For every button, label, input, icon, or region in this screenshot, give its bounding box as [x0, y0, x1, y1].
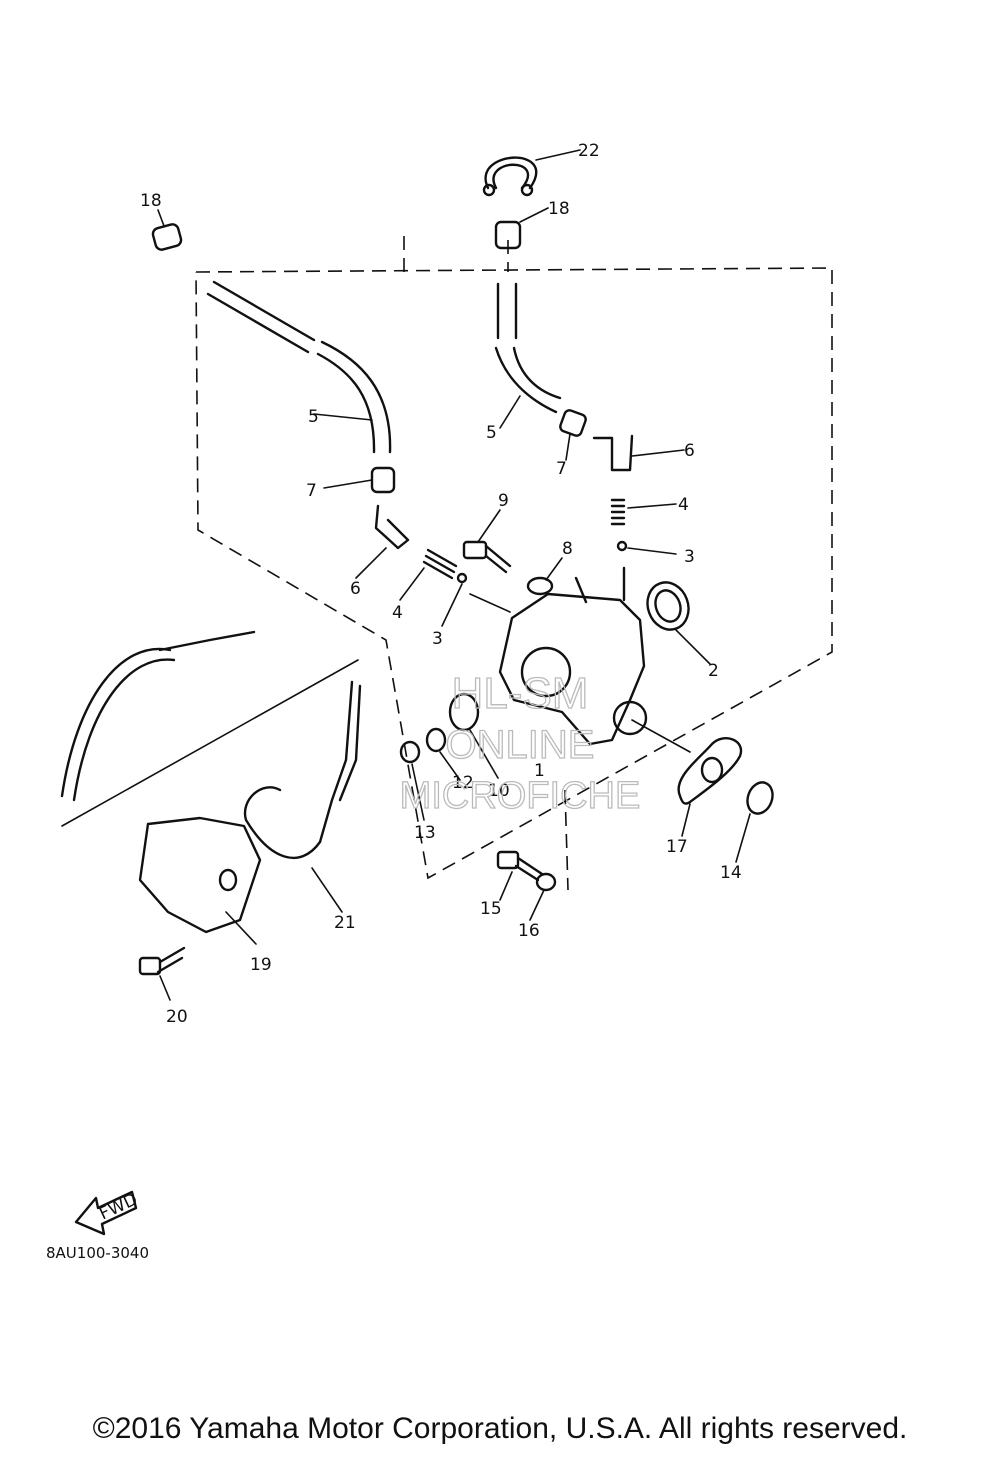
- callout-3-left: 3: [432, 629, 443, 649]
- callout-14: 14: [720, 863, 742, 883]
- bolt-part: [496, 850, 557, 921]
- copyright-notice: ©2016 Yamaha Motor Corporation, U.S.A. A…: [92, 1412, 908, 1445]
- collar-part: [323, 409, 587, 494]
- callout-19: 19: [250, 955, 272, 975]
- cable-assembly-part: [60, 630, 359, 827]
- callout-7-left: 7: [306, 481, 317, 501]
- svg-text:FWD: FWD: [96, 1189, 140, 1224]
- callout-10: 10: [488, 781, 510, 801]
- pump-body-part: [469, 566, 691, 753]
- callout-13: 13: [414, 823, 436, 843]
- callout-5-left: 5: [308, 407, 319, 427]
- fitting-part: [399, 692, 499, 821]
- callout-12: 12: [452, 773, 474, 793]
- callout-18-left: 18: [140, 191, 162, 211]
- watermark-line-1: HL-SM: [452, 669, 589, 718]
- callout-6-right: 6: [684, 441, 695, 461]
- callout-20: 20: [166, 1007, 188, 1027]
- seal-part: [646, 581, 711, 665]
- callout-4-right: 4: [678, 495, 689, 515]
- diagram-code: 8AU100-3040: [46, 1244, 149, 1262]
- callout-22: 22: [578, 141, 600, 161]
- callout-9: 9: [498, 491, 509, 511]
- callout-15: 15: [480, 899, 502, 919]
- cover-part: [138, 680, 362, 1001]
- callout-5-right: 5: [486, 423, 497, 443]
- callout-3-right: 3: [684, 547, 695, 567]
- callout-7-right: 7: [556, 459, 567, 479]
- fwd-arrow-icon: FWD: [74, 1189, 141, 1236]
- clip-part: [482, 149, 581, 197]
- hose-part: [206, 280, 562, 454]
- spring-part: [399, 498, 677, 627]
- callout-21: 21: [334, 913, 356, 933]
- screw-part: [462, 509, 563, 596]
- watermark-line-3: MICROFICHE: [400, 775, 641, 817]
- elbow-part: [355, 434, 685, 579]
- gasket-part: [677, 737, 774, 863]
- callout-6-left: 6: [350, 579, 361, 599]
- cap-part: [151, 207, 549, 251]
- callout-18-right: 18: [548, 199, 570, 219]
- callout-4-left: 4: [392, 603, 403, 623]
- callout-1: 1: [534, 761, 545, 781]
- callout-17: 17: [666, 837, 688, 857]
- assembly-boundary: [195, 267, 833, 880]
- callout-8: 8: [562, 539, 573, 559]
- callout-2: 2: [708, 661, 719, 681]
- callout-16: 16: [518, 921, 540, 941]
- watermark-line-2: ONLINE: [446, 723, 595, 767]
